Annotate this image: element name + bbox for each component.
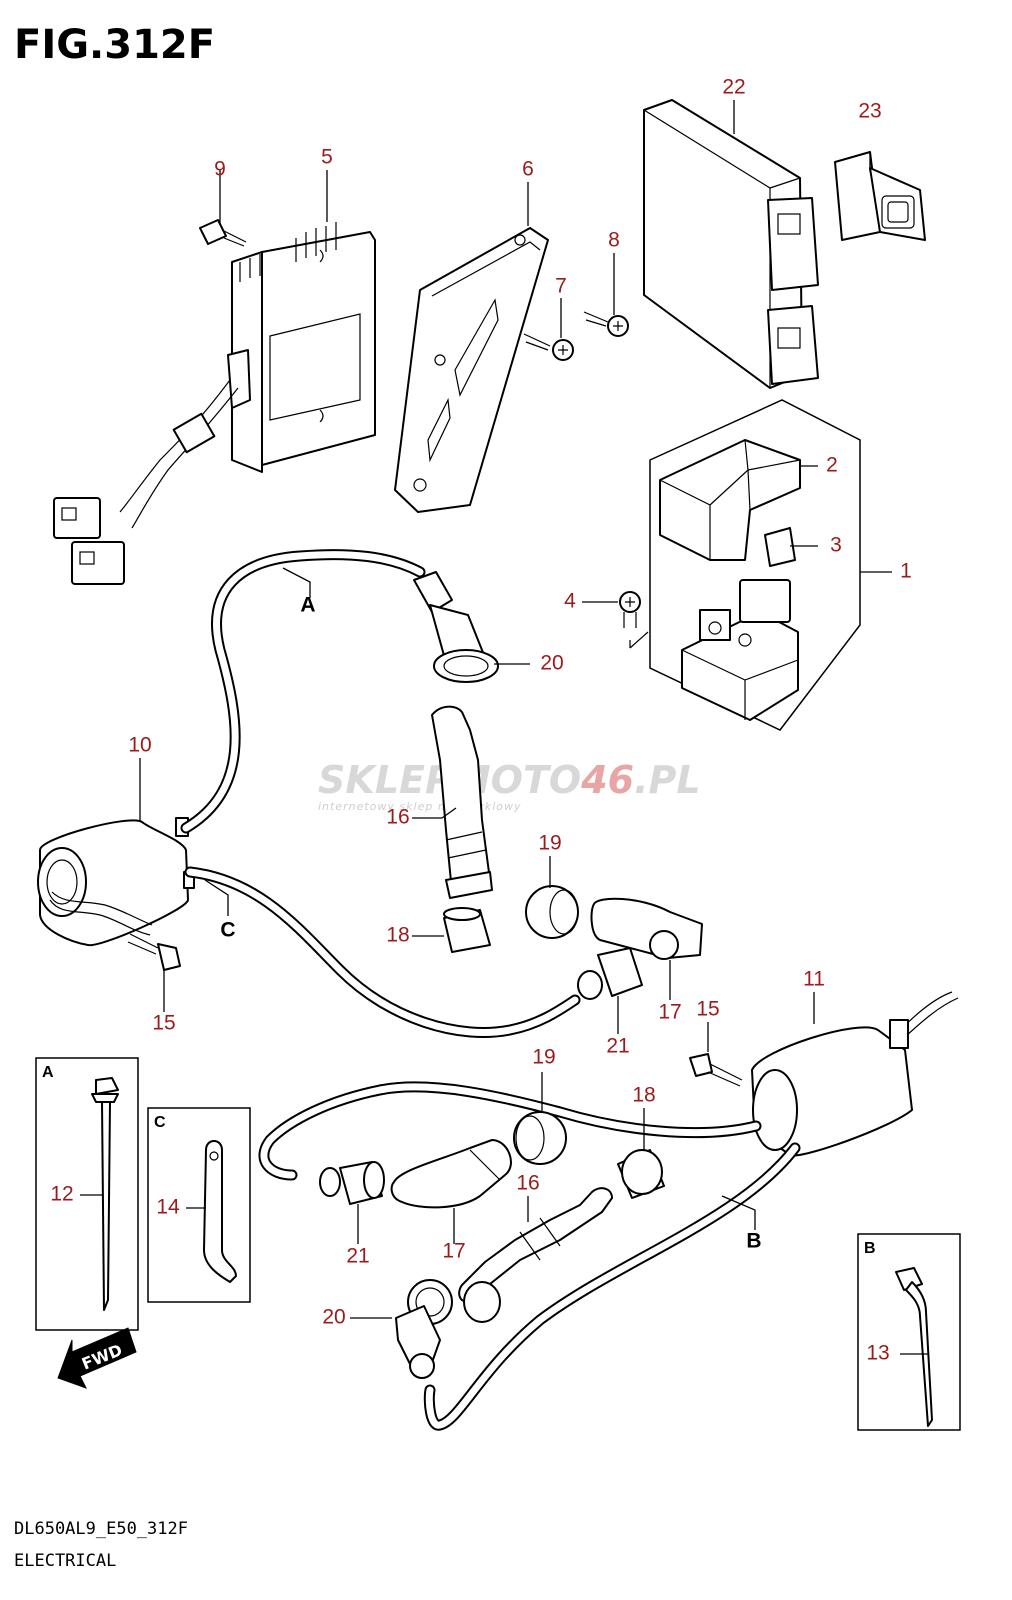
bolt-8-drawing <box>583 311 629 337</box>
inset-c-frame <box>147 1107 251 1303</box>
callout-22: 22 <box>722 76 745 99</box>
inset-a-frame <box>35 1057 139 1331</box>
callout-3: 3 <box>830 534 842 557</box>
svg-text:SKLEPMOTO46.PL: SKLEPMOTO46.PL <box>318 758 701 802</box>
callout-15-left: 15 <box>152 1012 175 1035</box>
callout-8: 8 <box>608 229 620 252</box>
plug-cap-16-drawing <box>431 705 493 899</box>
boot-17-bottom-drawing <box>390 1139 512 1209</box>
fuse-drawing <box>764 527 796 567</box>
callout-18-top: 18 <box>386 924 409 947</box>
figure-code: DL650AL9_E50_312F <box>14 1519 188 1539</box>
relay-cover-drawing <box>659 439 801 561</box>
callout-16-top: 16 <box>386 806 409 829</box>
bolt-15-right-drawing <box>689 1053 743 1087</box>
callout-14: 14 <box>156 1196 180 1219</box>
fwd-arrow: FWD <box>57 1327 137 1389</box>
callout-1: 1 <box>900 560 912 583</box>
plug-cap-20-bottom-drawing <box>395 1279 453 1379</box>
figure-title: FIG.312F <box>14 22 215 68</box>
plug-cap-16-bottom-drawing <box>458 1187 613 1323</box>
seal-18-bottom-drawing <box>617 1149 665 1199</box>
callout-9: 9 <box>214 158 226 181</box>
bracket-drawing <box>394 227 549 513</box>
callout-21-top: 21 <box>606 1035 629 1058</box>
regulator-rectifier-drawing <box>53 222 376 585</box>
callout-5: 5 <box>321 146 333 169</box>
callout-23: 23 <box>858 100 881 123</box>
reference-a: A <box>300 594 315 617</box>
holder-21-middle-drawing <box>577 947 643 1000</box>
callout-6: 6 <box>522 158 534 181</box>
callout-17-top: 17 <box>658 1001 681 1024</box>
watermark-brand-a: SKLEP <box>318 758 453 802</box>
callout-11: 11 <box>803 968 825 991</box>
inset-b-frame <box>857 1233 961 1431</box>
ecm-drawing <box>643 99 819 389</box>
reference-b: B <box>746 1230 761 1253</box>
callout-21-bottom: 21 <box>346 1245 369 1268</box>
plug-cap-top-drawing <box>413 571 499 683</box>
boot-17-middle-drawing <box>590 897 703 960</box>
bolt-7-drawing <box>523 333 574 361</box>
ignition-coil-10-drawing <box>37 817 195 947</box>
connector-drawing <box>834 151 926 241</box>
callout-10: 10 <box>128 734 151 757</box>
callout-13: 13 <box>866 1342 889 1365</box>
reference-c: C <box>220 919 235 942</box>
callout-15-right: 15 <box>696 998 719 1021</box>
tie-12-drawing <box>91 1077 119 1311</box>
seal-18-middle-drawing <box>443 907 491 953</box>
callout-17-bottom: 17 <box>442 1240 465 1263</box>
bolt-15-left-drawing <box>127 933 181 971</box>
callout-19-top: 19 <box>538 832 561 855</box>
figure-caption: ELECTRICAL <box>14 1551 116 1571</box>
callout-19-bottom: 19 <box>532 1046 555 1069</box>
grommet-19-middle-drawing <box>525 885 579 939</box>
callout-2: 2 <box>826 454 838 477</box>
relay-drawing <box>681 579 799 721</box>
callout-18-bottom: 18 <box>632 1084 655 1107</box>
clamp-14-drawing <box>203 1140 237 1283</box>
tie-13-drawing <box>895 1267 933 1427</box>
callout-12: 12 <box>50 1183 73 1206</box>
ignition-coil-11-drawing <box>751 991 959 1157</box>
inset-c-letter: C <box>154 1114 166 1131</box>
grommet-19-bottom-drawing <box>513 1111 567 1165</box>
inset-b-letter: B <box>864 1240 876 1257</box>
callout-4: 4 <box>564 590 576 613</box>
callout-16-bottom: 16 <box>516 1172 539 1195</box>
watermark: SKLEPMOTO46.PL internetowy sklep motocyk… <box>318 758 701 813</box>
watermark-brand-c: 46 <box>580 758 634 802</box>
watermark-brand-d: .PL <box>634 758 701 802</box>
bolt-9-drawing <box>199 219 247 247</box>
callout-20-top: 20 <box>540 652 563 675</box>
relay-box-frame <box>649 399 861 731</box>
callout-7: 7 <box>555 275 567 298</box>
inset-a-letter: A <box>42 1064 54 1081</box>
watermark-subtitle: internetowy sklep motocyklowy <box>318 800 522 813</box>
holder-21-bottom-drawing <box>319 1161 385 1205</box>
callout-20-bottom: 20 <box>322 1306 345 1329</box>
screw-4-drawing <box>619 591 649 649</box>
